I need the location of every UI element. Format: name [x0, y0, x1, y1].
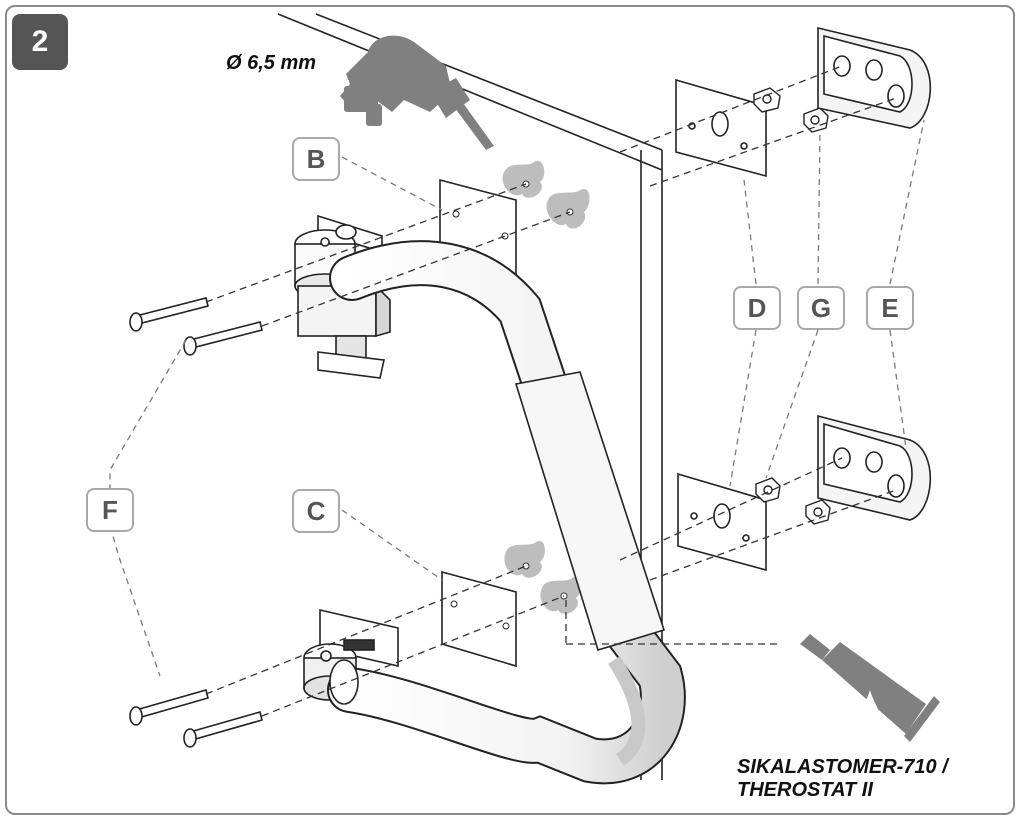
nuts: [753, 87, 831, 525]
label-d: D: [733, 286, 781, 330]
assembly-guide-lines: [205, 65, 897, 717]
figure-frame: [5, 5, 1015, 815]
lower-sealant-dabs: [504, 540, 581, 614]
sealant-tube-icon: [800, 634, 940, 742]
step-number-badge: 2: [12, 14, 68, 70]
sealant-line-1: SIKALASTOMER-710 /: [737, 756, 948, 778]
arm-tube: [327, 240, 686, 785]
upper-outer-plate: [675, 78, 767, 178]
sealant-product-note: SIKALASTOMER-710 / THEROSTAT II: [737, 756, 948, 802]
upper-cap: [817, 26, 932, 129]
lower-back-plate: [441, 570, 517, 668]
label-e: E: [866, 286, 914, 330]
bolts: [129, 297, 263, 748]
label-leader-lines: [109, 119, 925, 677]
label-f: F: [86, 488, 134, 532]
label-b: B: [292, 137, 340, 181]
drill-diameter-note: Ø 6,5 mm: [226, 52, 317, 74]
lower-cap: [817, 414, 932, 521]
label-c: C: [292, 489, 340, 533]
sealant-line-2: THEROSTAT II: [737, 779, 873, 801]
drill-icon: [340, 35, 494, 150]
label-g: G: [797, 286, 845, 330]
lower-outer-plate: [677, 472, 767, 572]
